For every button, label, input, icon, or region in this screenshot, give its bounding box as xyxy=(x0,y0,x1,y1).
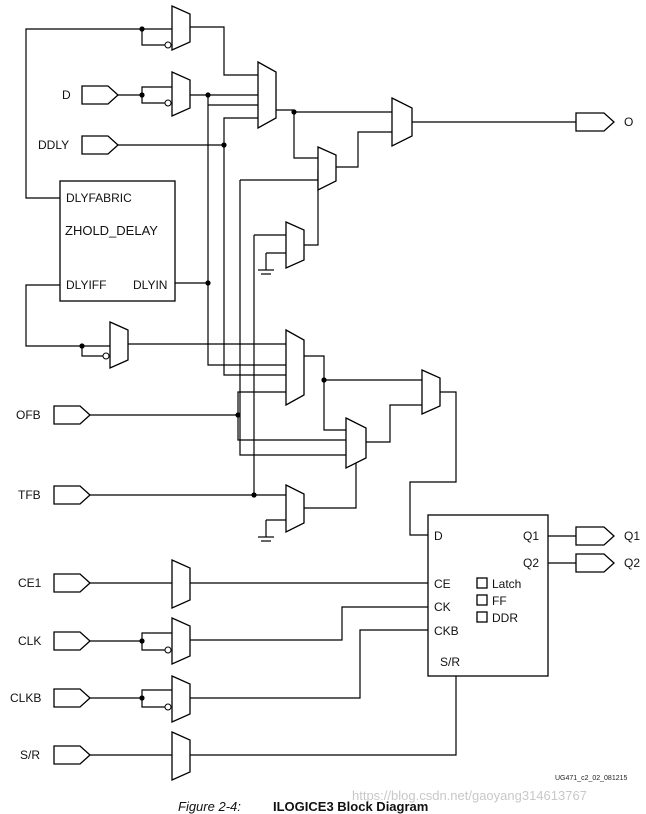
pin-q2-output: Q2 xyxy=(575,553,640,573)
svg-text:S/R: S/R xyxy=(20,748,40,762)
latch-checkbox xyxy=(476,577,488,589)
pin-ddly-input: DDLY xyxy=(38,135,119,155)
pin-ofb-input: OFB xyxy=(16,405,91,425)
svg-text:S/R: S/R xyxy=(440,655,460,669)
wiring xyxy=(25,26,576,756)
ddr-checkbox xyxy=(476,611,488,623)
buffer-ce1 xyxy=(171,558,191,610)
svg-text:Q1: Q1 xyxy=(523,529,539,543)
mux-d xyxy=(285,328,305,407)
pin-clkb-input: CLKB xyxy=(10,688,91,708)
svg-text:DLYIFF: DLYIFF xyxy=(66,278,106,292)
zhold-delay-block: DLYFABRIC ZHOLD_DELAY DLYIFF DLYIN xyxy=(59,180,176,302)
pin-sr-input: S/R xyxy=(20,745,91,765)
svg-text:DLYFABRIC: DLYFABRIC xyxy=(66,191,132,205)
svg-text:CE: CE xyxy=(434,577,451,591)
svg-text:CK: CK xyxy=(434,600,451,614)
svg-text:D: D xyxy=(434,529,443,543)
svg-text:DLYIN: DLYIN xyxy=(133,278,167,292)
mux-small xyxy=(102,320,129,370)
mux-c xyxy=(285,220,305,270)
pin-d-input: D xyxy=(62,85,119,105)
caption-title: ILOGICE3 Block Diagram xyxy=(273,799,428,814)
mux-g xyxy=(421,368,441,416)
mux-clk xyxy=(164,616,191,666)
svg-text:Q1: Q1 xyxy=(624,529,640,543)
pin-ce1-input: CE1 xyxy=(18,573,91,593)
mux-f xyxy=(285,483,305,534)
pin-clk-input: CLK xyxy=(18,631,91,651)
mux-a xyxy=(257,60,277,130)
junction-dots xyxy=(79,26,327,701)
svg-text:Q2: Q2 xyxy=(624,556,640,570)
storage-element-block: D Q1 Q2 CE CK CKB S/R Latch FF DDR xyxy=(427,514,549,677)
svg-text:FF: FF xyxy=(492,594,507,608)
caption-figure-number: Figure 2-4: xyxy=(178,799,241,814)
watermark: https://blog.csdn.net/gaoyang314613767 xyxy=(352,788,587,803)
svg-text:Q2: Q2 xyxy=(523,556,539,570)
pin-q1-output: Q1 xyxy=(575,526,640,546)
pin-o-output: O xyxy=(575,112,633,132)
svg-text:OFB: OFB xyxy=(16,408,41,422)
svg-text:TFB: TFB xyxy=(18,488,41,502)
buffer-sr xyxy=(171,730,191,782)
doc-code: UG471_c2_02_081215 xyxy=(555,775,628,782)
svg-text:O: O xyxy=(624,115,633,129)
svg-text:CLK: CLK xyxy=(18,634,41,648)
svg-text:D: D xyxy=(62,88,71,102)
svg-text:CE1: CE1 xyxy=(18,576,42,590)
pin-tfb-input: TFB xyxy=(18,485,91,505)
svg-text:ZHOLD_DELAY: ZHOLD_DELAY xyxy=(65,223,158,238)
svg-text:DDLY: DDLY xyxy=(38,138,69,152)
svg-text:Latch: Latch xyxy=(492,577,521,591)
svg-text:DDR: DDR xyxy=(492,611,518,625)
mux-e xyxy=(345,416,367,470)
mux-top-1 xyxy=(164,4,191,52)
svg-text:CKB: CKB xyxy=(434,624,459,638)
mux-top-2 xyxy=(164,70,191,118)
mux-clkb xyxy=(164,674,191,724)
ff-checkbox xyxy=(476,594,488,606)
mux-b xyxy=(317,145,337,192)
mux-output xyxy=(391,96,413,148)
svg-text:CLKB: CLKB xyxy=(10,691,41,705)
